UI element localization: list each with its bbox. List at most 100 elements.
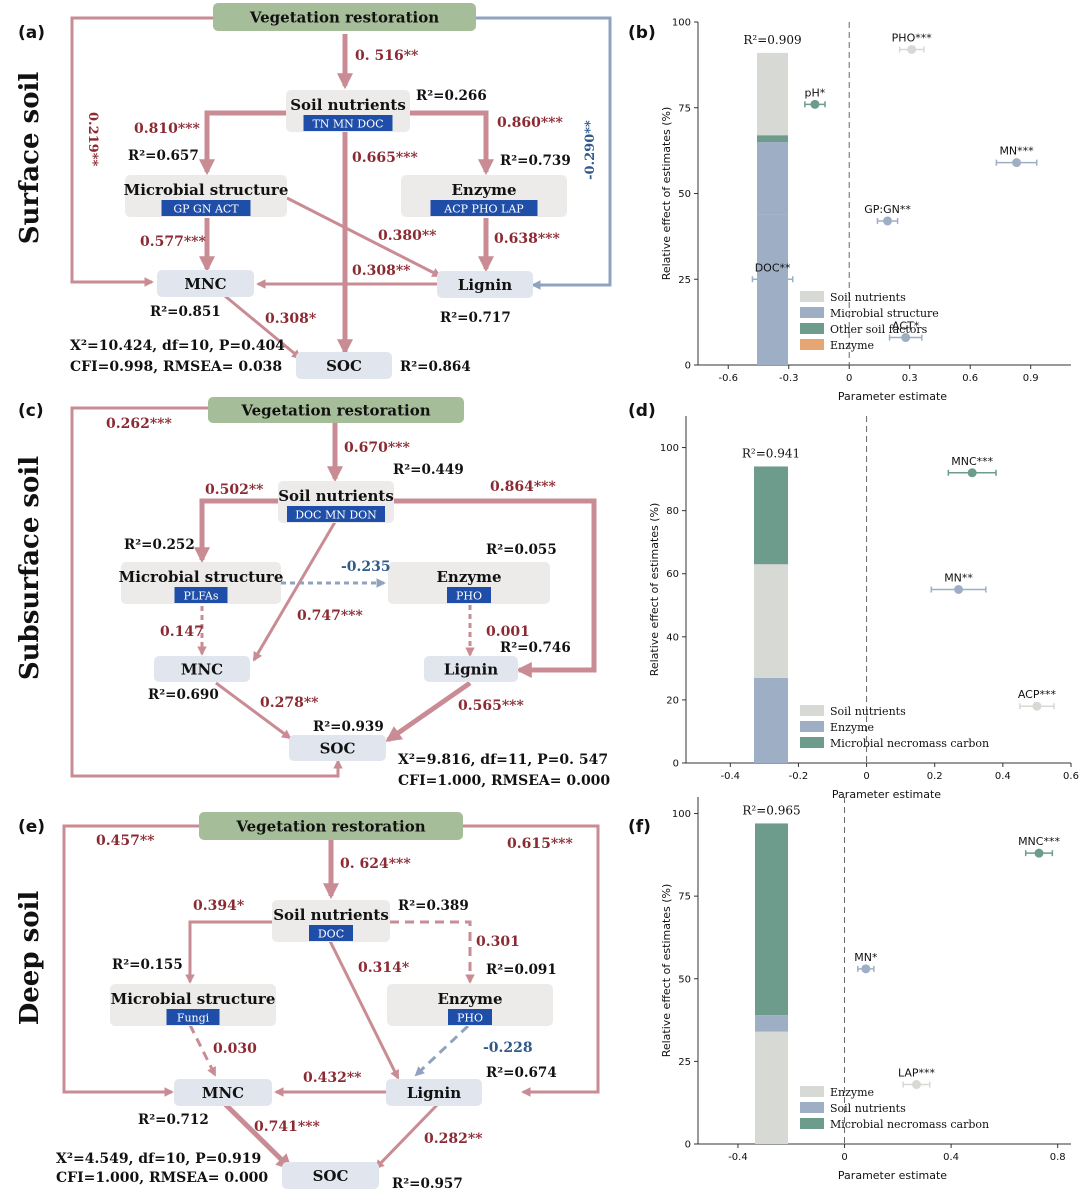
path-veg-lignin <box>476 16 612 290</box>
coef-mnc-soc: 0.741*** <box>254 1119 320 1135</box>
coef-veg-mnc: 0.219** <box>85 112 100 167</box>
coef-veg-lignin: -0.290** <box>583 120 598 180</box>
node-micro-sub-bg <box>174 587 228 603</box>
coef-enzyme-lignin: 0.001 <box>486 624 530 640</box>
path-soil-micro <box>198 110 290 176</box>
bar-segment-2 <box>757 135 788 143</box>
coef-soil-micro: 0.394* <box>193 898 245 914</box>
panel-letter-c: (c) <box>18 401 44 421</box>
y-tick-label: 50 <box>678 189 691 200</box>
node-micro <box>121 562 281 604</box>
node-micro-label: Microbial structure <box>111 990 276 1008</box>
y-tick-label: 100 <box>660 443 679 454</box>
coef-soil-lignin: 0.864*** <box>490 479 556 495</box>
legend-label: Soil nutrients <box>830 1102 906 1115</box>
bar-segment-1 <box>754 564 788 678</box>
coef-enzyme-lignin: 0.638*** <box>494 231 560 247</box>
r2-micro: R²=0.252 <box>124 537 195 553</box>
x-tick-label: 0.4 <box>943 1152 959 1163</box>
path-soil-micro <box>185 920 272 984</box>
node-soil-label: Soil nutrients <box>290 96 406 114</box>
r2-micro: R²=0.155 <box>112 957 183 973</box>
node-soil-sub: DOC <box>318 928 344 941</box>
r2-enzyme: R²=0.739 <box>500 153 571 169</box>
node-soil-sub: DOC MN DON <box>295 509 377 522</box>
bar-segment-0 <box>754 677 788 763</box>
coef-soil-lignin: 0.314* <box>358 960 410 976</box>
data-point <box>911 1080 921 1090</box>
side-label-a: Surface soil <box>15 72 45 245</box>
coef-lignin-mnc: 0.308** <box>352 263 411 279</box>
node-mnc <box>154 656 250 682</box>
coef-micro-mnc: 0.147 <box>160 624 204 640</box>
legend-label: Microbial structure <box>830 307 939 320</box>
path-soil-mnc <box>252 521 337 662</box>
y-tick-label: 100 <box>672 18 691 29</box>
y-tick-label: 75 <box>678 103 691 114</box>
path-micro-lignin <box>286 196 442 278</box>
node-enzyme-sub: PHO <box>457 1012 483 1025</box>
x-tick-label: 0 <box>846 373 852 384</box>
x-axis-label: Parameter estimate <box>832 788 941 801</box>
x-tick-label: -0.4 <box>728 1152 748 1163</box>
legend-swatch <box>800 1118 824 1129</box>
point-label: MNC*** <box>951 455 993 468</box>
node-enzyme-label: Enzyme <box>437 568 502 586</box>
r2-enzyme: R²=0.091 <box>486 962 557 978</box>
legend-swatch <box>800 705 824 716</box>
panel-letter: (f) <box>628 817 651 837</box>
r2-label: R²=0.965 <box>742 803 800 817</box>
side-label-c: Subsurface soil <box>15 456 45 680</box>
legend-label: Enzyme <box>830 1086 874 1099</box>
legend-swatch <box>800 323 824 334</box>
node-enzyme-label: Enzyme <box>438 990 503 1008</box>
point-label: GP:GN** <box>864 203 911 216</box>
node-mnc-label: MNC <box>184 275 226 293</box>
x-tick-label: 0 <box>863 771 869 782</box>
side-label-e: Deep soil <box>15 891 45 1026</box>
x-tick-label: 0 <box>841 1152 847 1163</box>
node-enzyme-sub-bg <box>430 200 538 216</box>
legend-swatch <box>800 737 824 748</box>
node-soc-label: SOC <box>320 740 356 758</box>
node-enzyme <box>387 984 553 1026</box>
r2-soil: R²=0.449 <box>393 462 464 478</box>
coef-lignin-soc: 0.565*** <box>458 698 524 714</box>
node-micro-label: Microbial structure <box>124 181 289 199</box>
path-lignin-soc <box>374 1102 440 1170</box>
r2-lignin: R²=0.674 <box>486 1065 557 1081</box>
fit-cfi-c: CFI=1.000, RMSEA= 0.000 <box>398 773 610 789</box>
path-veg-mnc <box>62 824 199 1097</box>
r2-soil: R²=0.266 <box>416 88 487 104</box>
path-micro-mnc <box>188 1024 217 1077</box>
bar-segment-1 <box>755 1015 788 1032</box>
path-soil-enzyme <box>410 110 495 176</box>
node-lignin-label: Lignin <box>444 661 498 679</box>
node-enzyme-sub: PHO <box>456 590 482 603</box>
legend-swatch <box>800 1102 824 1113</box>
node-veg <box>208 397 464 423</box>
coef-micro-mnc: 0.030 <box>213 1041 257 1057</box>
node-soil-sub-bg <box>309 925 353 941</box>
node-micro-sub: PLFAs <box>184 590 219 603</box>
coef-veg-soil: 0.670*** <box>344 440 410 456</box>
r2-soc: R²=0.939 <box>313 719 384 735</box>
node-enzyme <box>388 562 550 604</box>
point-label: MN*** <box>999 145 1034 158</box>
node-soil-label: Soil nutrients <box>273 906 389 924</box>
point-label: MNC*** <box>1018 835 1060 848</box>
x-axis-label: Parameter estimate <box>838 1169 947 1182</box>
legend-label: Enzyme <box>830 721 874 734</box>
node-soil <box>272 900 390 942</box>
path-mnc-soc <box>215 681 292 740</box>
coef-veg-soil: 0. 624*** <box>340 856 411 872</box>
node-lignin <box>437 271 533 298</box>
node-enzyme-sub: ACP PHO LAP <box>443 203 524 216</box>
data-point <box>967 468 977 478</box>
